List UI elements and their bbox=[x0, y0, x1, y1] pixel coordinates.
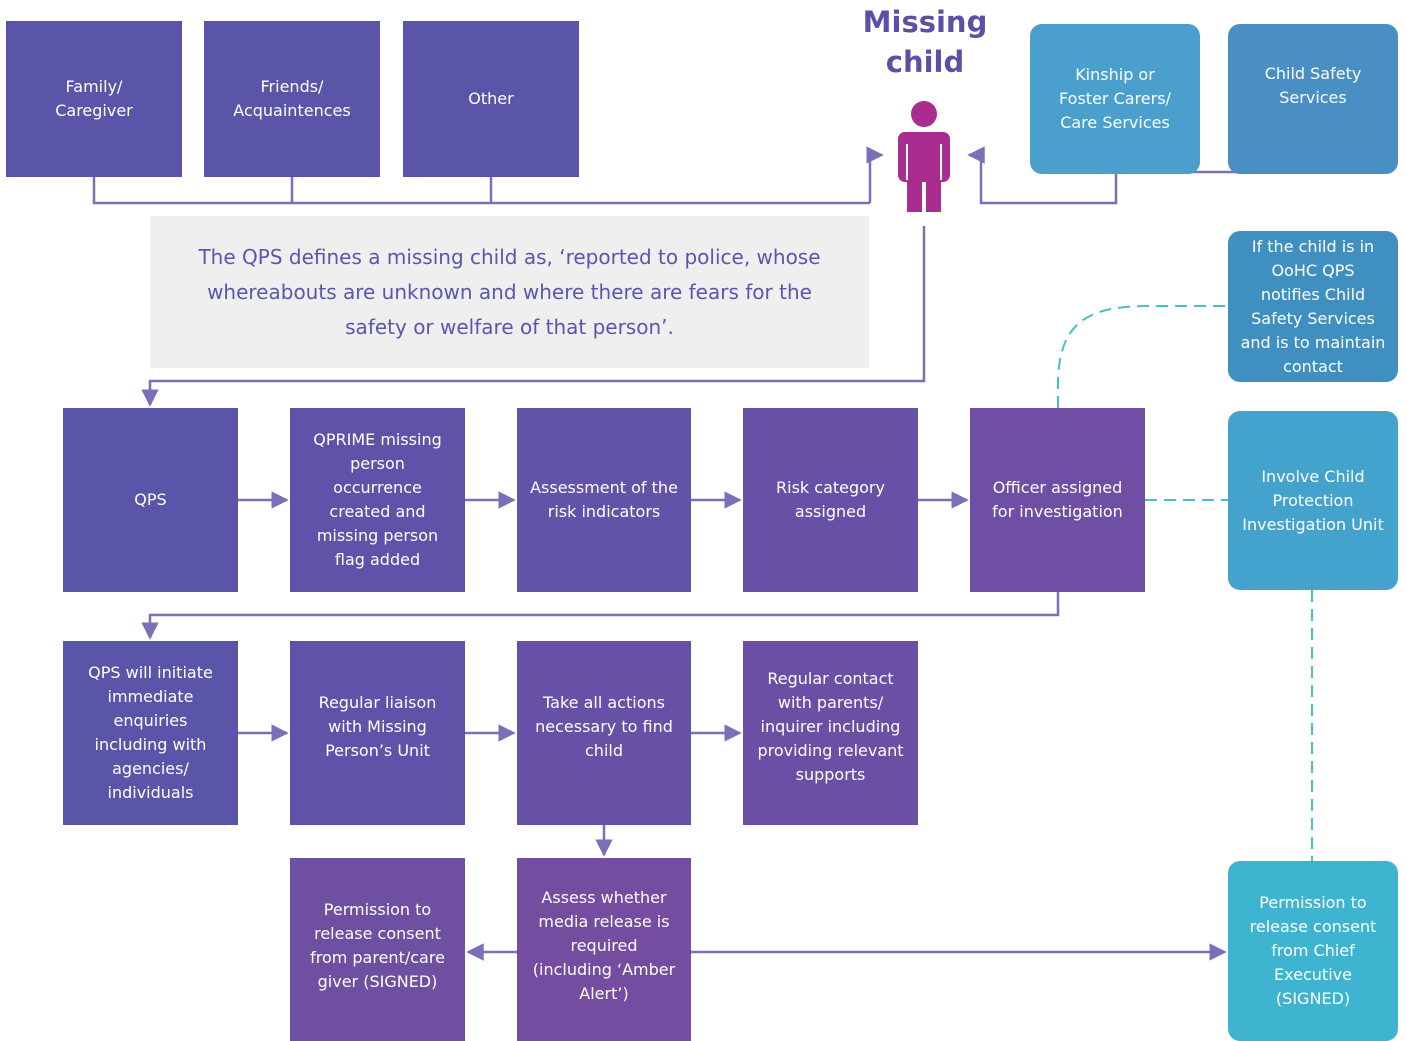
media-release-assessment-box: Assess whether media release is required… bbox=[517, 858, 691, 1041]
child-to-qps-arrow bbox=[141, 226, 926, 407]
child-protection-investigation-box: Involve Child Protection Investigation U… bbox=[1228, 411, 1398, 590]
parent-contact-label: Regular contact with parents/ inquirer i… bbox=[757, 669, 904, 784]
missing-persons-liaison-label: Regular liaison with Missing Person’s Un… bbox=[318, 693, 437, 760]
missing-child-title: Missing child bbox=[862, 5, 988, 79]
missing-child-definition-text: The QPS defines a missing child as, ‘rep… bbox=[198, 244, 821, 339]
other-reporter-box: Other bbox=[403, 21, 579, 177]
risk-indicators-assessment-label: Assessment of the risk indicators bbox=[530, 478, 678, 521]
child-safety-services-label: Child Safety Services bbox=[1264, 64, 1362, 107]
missing-child-definition-box: The QPS defines a missing child as, ‘rep… bbox=[150, 216, 869, 368]
qps-label: QPS bbox=[134, 490, 167, 509]
parent-consent-box: Permission to release consent from paren… bbox=[290, 858, 465, 1041]
parent-contact-box: Regular contact with parents/ inquirer i… bbox=[743, 641, 918, 825]
friends-acquaintences-label: Friends/ Acquaintences bbox=[233, 77, 351, 120]
oohc-notification-box: If the child is in OoHC QPS notifies Chi… bbox=[1228, 231, 1398, 382]
immediate-enquiries-box: QPS will initiate immediate enquiries in… bbox=[63, 641, 238, 825]
kinship-foster-carers-label: Kinship or Foster Carers/ Care Services bbox=[1059, 65, 1171, 132]
child-safety-services-box: Child Safety Services bbox=[1228, 24, 1398, 174]
parent-consent-label: Permission to release consent from paren… bbox=[310, 899, 445, 991]
other-reporter-label: Other bbox=[468, 89, 514, 108]
friends-acquaintences-box: Friends/ Acquaintences bbox=[204, 21, 380, 177]
officer-assigned-label: Officer assigned for investigation bbox=[992, 478, 1123, 521]
kinship-connector bbox=[967, 146, 1118, 205]
officer-to-oohc-dashed-link bbox=[1057, 305, 1228, 408]
risk-category-box: Risk category assigned bbox=[743, 408, 918, 592]
officer-to-enquiries-arrow bbox=[141, 592, 1060, 640]
media-release-assessment-label: Assess whether media release is required… bbox=[532, 887, 676, 1003]
chief-executive-consent-box: Permission to release consent from Chief… bbox=[1228, 861, 1398, 1041]
qprime-occurrence-box: QPRIME missing person occurrence created… bbox=[290, 408, 465, 592]
find-child-actions-box: Take all actions necessary to find child bbox=[517, 641, 691, 825]
officer-assigned-box: Officer assigned for investigation bbox=[970, 408, 1145, 592]
child-protection-investigation-label: Involve Child Protection Investigation U… bbox=[1242, 466, 1384, 534]
kinship-foster-carers-box: Kinship or Foster Carers/ Care Services bbox=[1030, 24, 1200, 174]
family-caregiver-label: Family/ Caregiver bbox=[55, 77, 133, 120]
immediate-enquiries-label: QPS will initiate immediate enquiries in… bbox=[88, 663, 213, 802]
oohc-notification-label: If the child is in OoHC QPS notifies Chi… bbox=[1240, 236, 1386, 376]
chief-executive-consent-label: Permission to release consent from Chief… bbox=[1249, 893, 1377, 1008]
find-child-actions-label: Take all actions necessary to find child bbox=[535, 693, 673, 760]
risk-category-label: Risk category assigned bbox=[776, 478, 885, 521]
qprime-occurrence-label: QPRIME missing person occurrence created… bbox=[313, 430, 442, 569]
family-caregiver-box: Family/ Caregiver bbox=[6, 21, 182, 177]
reporters-to-child-arrow bbox=[866, 146, 884, 203]
family-connector bbox=[92, 176, 870, 205]
risk-indicators-assessment-box: Assessment of the risk indicators bbox=[517, 408, 691, 592]
qps-box: QPS bbox=[63, 408, 238, 592]
missing-persons-liaison-box: Regular liaison with Missing Person’s Un… bbox=[290, 641, 465, 825]
